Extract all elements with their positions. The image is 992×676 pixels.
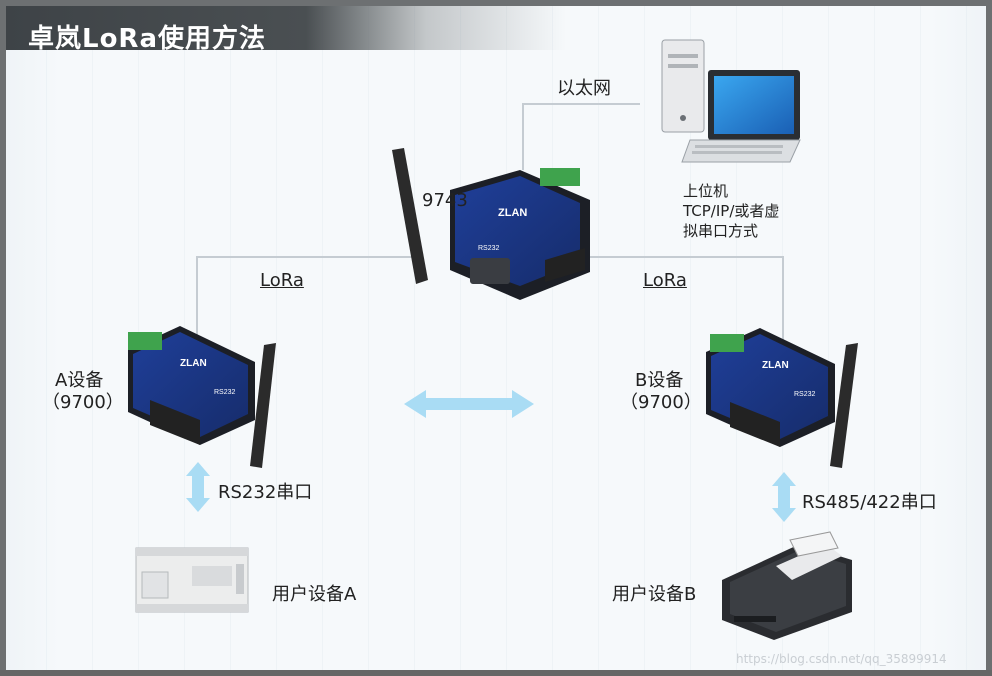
- device-b-brand-text: ZLAN: [762, 360, 789, 371]
- watermark-text: https://blog.csdn.net/qq_35899914: [736, 652, 947, 666]
- gateway-model-label: 9743: [422, 190, 468, 211]
- lora-gateway-icon: ZLAN RS232: [392, 148, 590, 300]
- device-b-label-line1: B设备: [635, 370, 684, 391]
- page-title: 卓岚LoRa使用方法: [28, 24, 266, 54]
- lora-device-b-icon: ZLAN RS232: [706, 328, 858, 468]
- user-device-a-label: 用户设备A: [272, 584, 357, 605]
- ethernet-line: [522, 103, 640, 170]
- frame-right-border: [986, 0, 992, 676]
- device-a-brand-text: ZLAN: [180, 358, 207, 369]
- vertical-arrow-a-icon: [186, 462, 210, 512]
- device-b-port-text: RS232: [794, 391, 816, 398]
- title-band: 卓岚LoRa使用方法: [6, 6, 986, 54]
- host-label-line2: TCP/IP/或者虚: [683, 202, 780, 220]
- gateway-port-text: RS232: [478, 245, 500, 252]
- gateway-brand-text: ZLAN: [498, 207, 527, 219]
- printer-icon: [722, 531, 852, 640]
- bidirectional-arrow-icon: [404, 390, 534, 418]
- serial-a-label: RS232串口: [218, 482, 313, 503]
- frame-left-border: [0, 0, 6, 676]
- device-a-port-text: RS232: [214, 389, 236, 396]
- lora-line-right: [560, 256, 784, 340]
- user-device-b-label: 用户设备B: [612, 584, 697, 605]
- vertical-arrow-b-icon: [772, 472, 796, 522]
- host-label-line3: 拟串口方式: [683, 222, 759, 240]
- frame-bottom-border: [0, 670, 992, 676]
- lora-label-left: LoRa: [260, 270, 304, 291]
- lora-label-right: LoRa: [643, 270, 687, 291]
- connection-lines: [196, 103, 784, 340]
- lora-device-a-icon: ZLAN RS232: [128, 326, 276, 468]
- serial-b-label: RS485/422串口: [802, 492, 937, 513]
- frame-top-border: [0, 0, 992, 6]
- host-label-line1: 上位机: [683, 182, 729, 200]
- device-a-label-line2: （9700）: [42, 392, 124, 413]
- device-b-label-line2: （9700）: [620, 392, 702, 413]
- plc-icon: [135, 547, 249, 613]
- lora-line-left: [196, 256, 420, 340]
- device-a-label-line1: A设备: [55, 370, 104, 391]
- computer-icon: [661, 39, 801, 163]
- ethernet-label: 以太网: [557, 78, 611, 99]
